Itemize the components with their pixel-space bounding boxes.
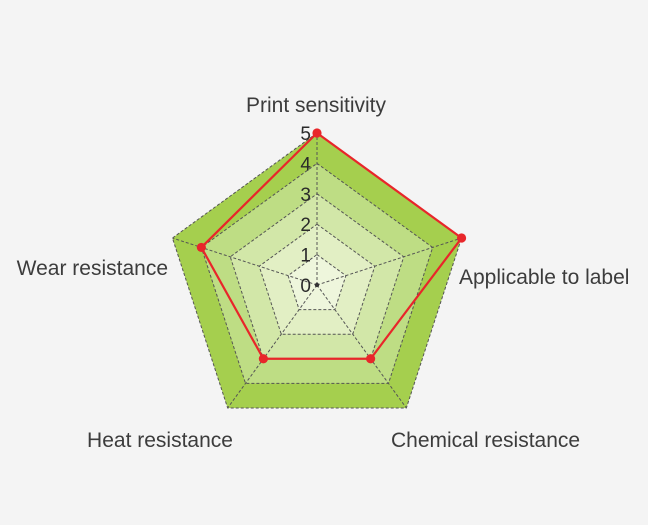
radar-spoke-heat-resistance	[227, 284, 318, 409]
axis-label-print-sensitivity: Print sensitivity	[246, 94, 387, 117]
tick-label-1: 1	[300, 246, 311, 267]
data-point-wear-resistance	[196, 242, 206, 253]
data-point-chemical-resistance	[366, 354, 376, 364]
axis-label-heat-resistance: Heat resistance	[87, 429, 233, 452]
radar-series	[196, 128, 467, 364]
radar-spoke-applicable-to-label	[316, 237, 462, 286]
tick-label-0: 0	[300, 276, 311, 297]
radar-spokes	[172, 133, 462, 409]
data-point-heat-resistance	[258, 354, 268, 364]
data-point-print-sensitivity	[312, 128, 322, 138]
series-0-line	[200, 131, 463, 360]
tick-label-4: 4	[300, 154, 311, 175]
radar-center	[314, 282, 320, 288]
radar-spoke-wear-resistance	[172, 237, 318, 286]
tick-label-5: 5	[300, 124, 311, 145]
axis-label-applicable-to-label: Applicable to label	[459, 266, 629, 289]
data-point-applicable-to-label	[456, 233, 467, 243]
axis-label-chemical-resistance: Chemical resistance	[391, 429, 580, 452]
radar-tick-labels: 0 1 2 3 4 5	[300, 124, 311, 297]
radar-spoke-chemical-resistance	[316, 284, 407, 409]
axis-label-wear-resistance: Wear resistance	[17, 257, 168, 280]
tick-label-3: 3	[300, 185, 311, 206]
tick-label-2: 2	[300, 215, 311, 236]
